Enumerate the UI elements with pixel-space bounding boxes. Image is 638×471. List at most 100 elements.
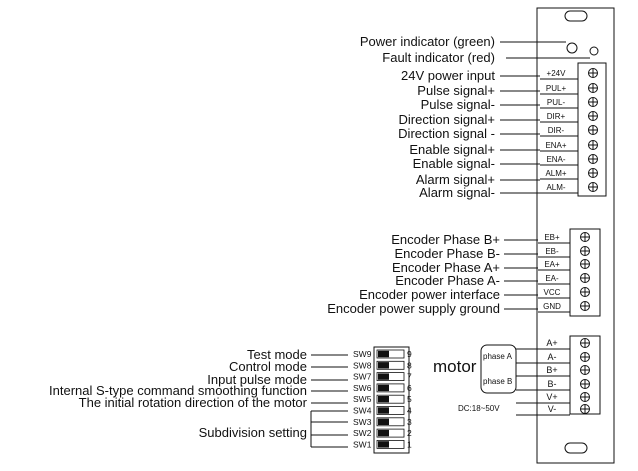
switch-function-label: Input pulse mode — [207, 372, 307, 387]
phase-a-label: phase A — [483, 352, 513, 361]
motor-pin-label: A- — [548, 352, 557, 362]
switch-lever — [378, 384, 389, 392]
control-label: Direction signal - — [398, 126, 495, 141]
switch-slot — [376, 394, 405, 404]
subdivision-bracket: Subdivision setting — [199, 410, 348, 448]
switch-lever — [378, 396, 389, 403]
terminal-screw-icon — [588, 111, 598, 121]
encoder-pin-label: EB+ — [544, 233, 560, 242]
switch-function-label: The initial rotation direction of the mo… — [79, 395, 308, 410]
encoder-pins: EB+ EB- EA+ EA- VCC GND — [538, 232, 590, 313]
dip-switch-row: SW1 1 — [353, 439, 412, 449]
switch-function-label: Control mode — [229, 359, 307, 374]
control-pin-label: ENA- — [546, 155, 565, 164]
encoder-pin-label: EA- — [545, 274, 559, 283]
switch-function-label: Internal S-type command smoothing functi… — [49, 383, 307, 398]
terminal-screw-icon — [588, 140, 598, 150]
terminal-screw-icon — [580, 259, 590, 269]
encoder-pin-label: EB- — [545, 247, 559, 256]
terminal-screw-icon — [580, 232, 590, 242]
mounting-slot-bottom — [564, 442, 588, 454]
control-label: Pulse signal- — [421, 97, 495, 112]
switch-number: 3 — [407, 417, 412, 427]
encoder-label: Encoder Phase A+ — [392, 260, 500, 275]
motor-wiring: motor phase A phase B DC:18~50V — [433, 344, 517, 413]
control-label: Alarm signal+ — [416, 172, 495, 187]
phase-b-label: phase B — [483, 377, 512, 386]
terminal-screw-icon — [580, 392, 590, 402]
encoder-labels: Encoder Phase B+Encoder Phase B-Encoder … — [327, 232, 538, 316]
control-pin-label: PUL- — [547, 98, 566, 107]
terminal-screw-icon — [588, 68, 598, 78]
switch-slot — [376, 428, 405, 438]
dip-switch — [373, 346, 410, 454]
switch-slot — [376, 349, 405, 359]
switch-lever — [378, 418, 389, 425]
driver-housing — [536, 7, 615, 464]
terminal-screw-icon — [580, 365, 590, 375]
encoder-label: Encoder power supply ground — [327, 301, 500, 316]
control-pin-label: ALM+ — [545, 169, 566, 178]
motor-pin-label: V- — [548, 404, 557, 414]
control-label: Pulse signal+ — [417, 83, 495, 98]
encoder-pin-label: VCC — [544, 288, 561, 297]
encoder-pin-label: EA+ — [544, 260, 560, 269]
subdivision-label: Subdivision setting — [199, 425, 307, 440]
terminal-screw-icon — [580, 338, 590, 348]
switch-name: SW2 — [353, 428, 372, 438]
terminal-screw-icon — [588, 168, 598, 178]
dip-switch-row: SW4 4 — [353, 406, 412, 416]
switch-number: 7 — [407, 372, 412, 382]
motor-pin-label: B- — [548, 379, 557, 389]
dip-switch-row: SW2 2 — [353, 428, 412, 438]
switch-lever — [378, 429, 389, 437]
switch-number: 4 — [407, 406, 412, 416]
terminal-screw-icon — [588, 154, 598, 164]
switch-slot — [376, 417, 405, 427]
switch-lever — [378, 350, 389, 358]
supply-voltage-label: DC:18~50V — [458, 404, 500, 413]
switch-lever — [378, 441, 389, 448]
motor-pin-label: V+ — [546, 392, 557, 402]
control-pin-label: PUL+ — [546, 84, 567, 93]
control-label: Direction signal+ — [399, 112, 495, 127]
control-connector — [577, 62, 607, 197]
encoder-connector — [569, 228, 601, 317]
terminal-screw-icon — [580, 273, 590, 283]
motor-phase-bracket — [480, 344, 517, 394]
switch-name: SW3 — [353, 417, 372, 427]
control-pin-label: DIR- — [548, 126, 565, 135]
encoder-pin-label: GND — [543, 302, 561, 311]
switch-number: 5 — [407, 394, 412, 404]
switch-function-label: Test mode — [247, 347, 307, 362]
motor-label: motor — [433, 357, 477, 376]
control-label: Alarm signal- — [419, 185, 495, 200]
control-label: 24V power input — [401, 68, 495, 83]
control-pin-label: DIR+ — [547, 112, 566, 121]
switch-number: 2 — [407, 428, 412, 438]
dip-switch-row: SW3 3 — [353, 417, 412, 427]
switch-name: SW1 — [353, 439, 372, 449]
terminal-screw-icon — [580, 352, 590, 362]
terminal-screw-icon — [580, 404, 590, 414]
switch-number: 8 — [407, 360, 412, 370]
fault-led-icon — [589, 46, 599, 56]
terminal-screw-icon — [580, 379, 590, 389]
control-pin-label: ENA+ — [545, 141, 566, 150]
switch-lever — [378, 407, 389, 414]
indicator-leds — [500, 41, 599, 59]
switch-name: SW9 — [353, 349, 372, 359]
power-led-icon — [566, 42, 578, 54]
motor-pin-label: B+ — [546, 365, 557, 375]
control-label: Fault indicator (red) — [382, 50, 495, 65]
motor-pins: A+A-B+B-V+V- — [516, 338, 590, 416]
switch-number: 1 — [407, 439, 412, 449]
switch-slot — [376, 360, 405, 370]
switch-name: SW4 — [353, 406, 372, 416]
